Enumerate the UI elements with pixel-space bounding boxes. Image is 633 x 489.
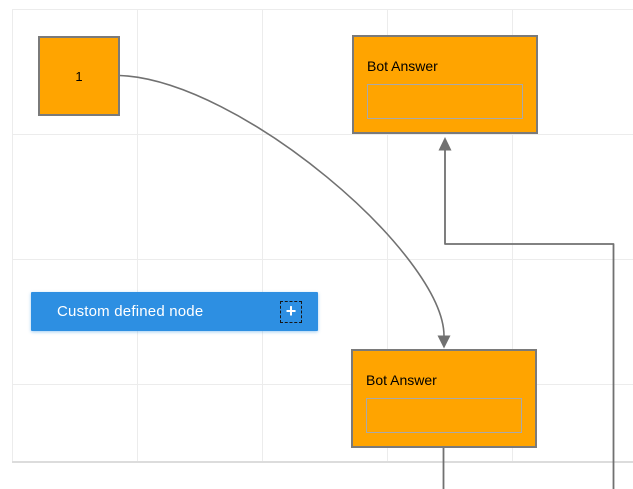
node-1[interactable]: 1 <box>38 36 120 116</box>
bot-answer-top-textbox[interactable] <box>367 84 523 119</box>
bezier-connector-path[interactable] <box>119 74 445 337</box>
node-1-label: 1 <box>75 68 83 84</box>
bot-answer-bottom-textbox[interactable] <box>366 398 522 433</box>
arrowhead-down-icon <box>437 335 451 349</box>
bezier-connector[interactable] <box>119 74 451 349</box>
plus-icon: + <box>285 301 297 321</box>
add-node-button[interactable]: + <box>280 300 302 323</box>
arrowhead-up-icon <box>438 137 452 151</box>
bot-answer-top-title: Bot Answer <box>367 58 438 74</box>
bot-answer-bottom-title: Bot Answer <box>366 372 437 388</box>
orthogonal-connector[interactable] <box>438 137 615 489</box>
custom-defined-node-label: Custom defined node <box>57 303 204 320</box>
orthogonal-connector-path[interactable] <box>444 150 615 489</box>
bot-answer-node-top[interactable]: Bot Answer <box>352 35 538 134</box>
custom-defined-node[interactable]: Custom defined node + <box>31 292 318 331</box>
bot-answer-node-bottom[interactable]: Bot Answer <box>351 349 537 448</box>
